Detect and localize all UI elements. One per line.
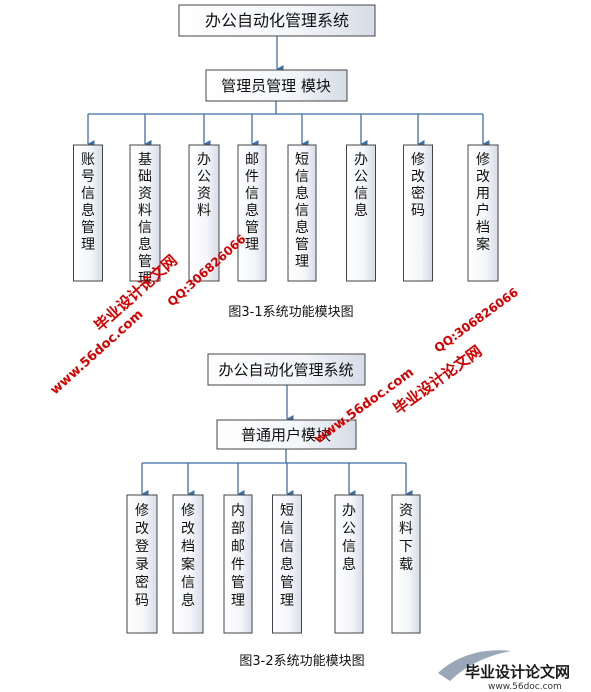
d1-root-box: 办公自动化管理系统 <box>178 4 376 37</box>
d2-child-box: 修改档案信息 <box>172 494 204 634</box>
d2-caption: 图3-2系统功能模块图 <box>239 654 364 669</box>
d2-module-label: 普通用户模块 <box>241 426 331 444</box>
d1-child-label: 账号信息管理 <box>81 152 95 253</box>
d1-module-box: 管理员管理 模块 <box>205 69 348 102</box>
d2-child-label: 办公信息 <box>342 503 356 573</box>
d2-child-label: 修改登录密码 <box>135 503 149 609</box>
d1-child-box: 修改用户档案 <box>467 144 499 282</box>
diagram-2: 办公自动化管理系统 普通用户模块 修改登录密码 修改档案信息 内部邮件管理 短信信息管… <box>126 353 421 669</box>
d1-module-label: 管理员管理 模块 <box>221 77 331 95</box>
logo-swoosh-icon <box>438 650 511 681</box>
d2-child-box: 短信信息管理 <box>272 494 302 634</box>
d1-child-box: 基础资料信息管理 <box>129 144 161 287</box>
d2-child-label: 短信信息管理 <box>280 503 294 609</box>
d2-child-label: 资料下载 <box>399 503 413 573</box>
diagram-1-connectors <box>87 36 490 148</box>
diagram-2-connectors <box>141 385 413 498</box>
d2-child-box: 修改登录密码 <box>126 494 158 634</box>
d1-child-box: 账号信息管理 <box>73 144 103 282</box>
d1-child-label: 办公资料 <box>197 152 211 219</box>
d1-root-label: 办公自动化管理系统 <box>205 11 349 30</box>
d1-child-label: 邮件信息管理 <box>245 152 259 253</box>
diagram-2-children: 修改登录密码 修改档案信息 内部邮件管理 短信信息管理 办公信息 资料下载 <box>126 494 421 634</box>
d1-child-box: 办公信息 <box>346 144 376 282</box>
d1-child-box: 邮件信息管理 <box>237 144 267 282</box>
d2-child-box: 办公信息 <box>334 494 364 634</box>
logo-url: www.56doc.com <box>488 682 562 692</box>
d2-child-box: 内部邮件管理 <box>223 494 253 634</box>
logo-title: 毕业设计论文网 <box>465 663 570 681</box>
d1-child-label: 修改密码 <box>411 152 425 219</box>
d2-root-box: 办公自动化管理系统 <box>207 353 366 386</box>
d2-child-label: 修改档案信息 <box>181 503 195 609</box>
diagram-1-children: 账号信息管理 基础资料信息管理 办公资料 邮件信息管理 短信息信息管理 办公信息 修改密码 修… <box>73 144 499 287</box>
d1-child-box: 办公资料 <box>188 144 220 282</box>
site-logo: 毕业设计论文网 www.56doc.com <box>438 650 570 692</box>
d1-child-label: 基础资料信息管理 <box>138 151 152 287</box>
d1-child-box: 修改密码 <box>403 144 433 282</box>
d2-root-label: 办公自动化管理系统 <box>218 361 353 379</box>
d1-child-label: 办公信息 <box>354 152 368 219</box>
d2-module-box: 普通用户模块 <box>216 419 357 450</box>
d1-child-box: 短信息信息管理 <box>287 144 317 282</box>
d1-child-label: 修改用户档案 <box>476 152 490 253</box>
d2-child-box: 资料下载 <box>391 494 421 634</box>
d1-caption: 图3-1系统功能模块图 <box>228 305 353 320</box>
d1-child-label: 短信息信息管理 <box>295 152 309 270</box>
d2-child-label: 内部邮件管理 <box>231 503 245 609</box>
diagram-1: 办公自动化管理系统 管理员管理 模块 账号信息管理 基础资料信息管理 办公资料 邮件信… <box>73 4 499 320</box>
